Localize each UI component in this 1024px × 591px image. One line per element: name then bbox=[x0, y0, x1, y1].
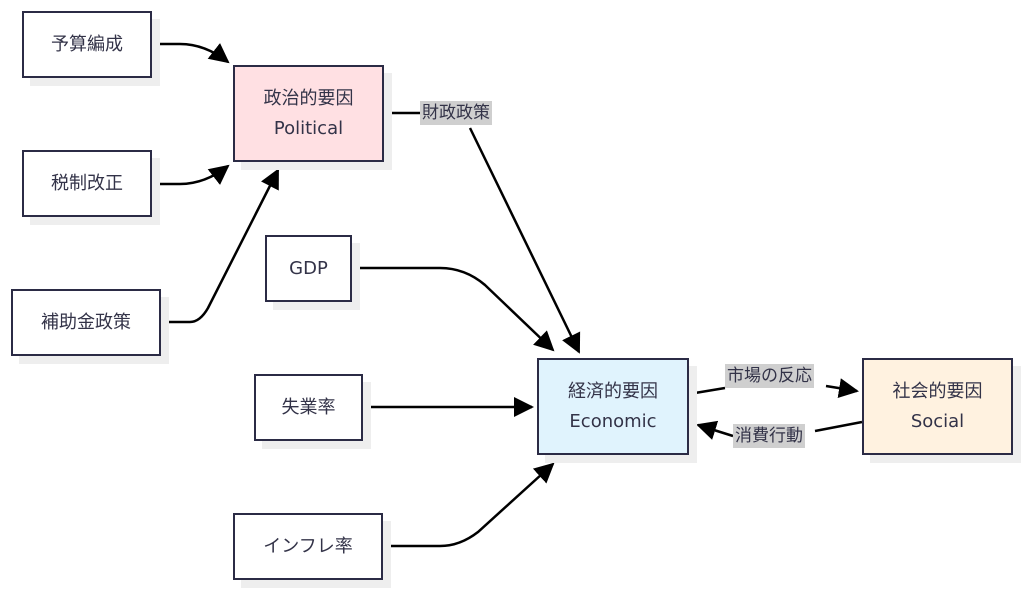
edge-label-fiscal-policy: 財政政策 bbox=[420, 101, 492, 125]
node-subsidy[interactable]: 補助金政策 bbox=[11, 289, 161, 356]
node-sublabel: Social bbox=[910, 410, 965, 432]
node-label: 経済的要因 bbox=[568, 380, 658, 402]
node-budget[interactable]: 予算編成 bbox=[22, 11, 152, 78]
edge-economic-social bbox=[688, 386, 857, 394]
edge-tax-political bbox=[152, 164, 230, 186]
node-label: 予算編成 bbox=[51, 33, 123, 55]
node-label: 政治的要因 bbox=[263, 87, 354, 109]
edge-gdp-economic bbox=[352, 266, 555, 352]
node-sublabel: Political bbox=[273, 117, 344, 139]
edge-subsidy-political bbox=[161, 168, 280, 324]
node-label: 税制改正 bbox=[51, 172, 123, 194]
node-economic[interactable]: 経済的要因 Economic bbox=[537, 358, 689, 455]
node-label: 社会的要因 bbox=[892, 380, 983, 402]
node-unemployment[interactable]: 失業率 bbox=[254, 374, 363, 441]
node-inflation[interactable]: インフレ率 bbox=[233, 513, 383, 580]
node-label: インフレ率 bbox=[263, 535, 353, 557]
node-political[interactable]: 政治的要因 Political bbox=[233, 65, 384, 162]
edge-budget-political bbox=[152, 42, 230, 64]
edge-inflation-economic bbox=[383, 462, 555, 548]
edge-social-economic bbox=[698, 422, 863, 436]
edge-label-market-reaction: 市場の反応 bbox=[725, 364, 814, 388]
node-tax[interactable]: 税制改正 bbox=[22, 150, 152, 217]
node-label: 失業率 bbox=[281, 396, 336, 418]
edge-political-economic bbox=[384, 111, 579, 352]
node-social[interactable]: 社会的要因 Social bbox=[862, 358, 1013, 455]
node-gdp[interactable]: GDP bbox=[265, 235, 352, 302]
node-label: GDP bbox=[289, 257, 328, 279]
node-label: 補助金政策 bbox=[41, 311, 131, 333]
edge-label-consumer-behavior: 消費行動 bbox=[733, 424, 805, 448]
node-sublabel: Economic bbox=[569, 410, 657, 432]
